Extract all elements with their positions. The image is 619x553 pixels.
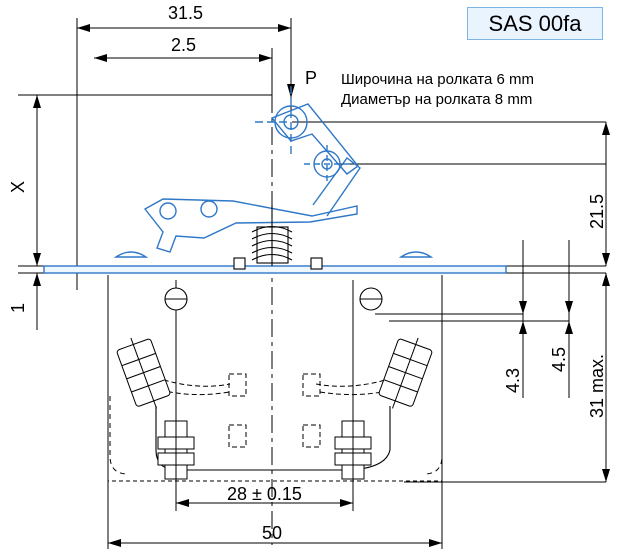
body-outline — [107, 272, 443, 482]
model-title: SAS 00fa — [488, 10, 582, 36]
dimension-label-28: 28 ± 0.15 — [227, 484, 302, 504]
terminals — [116, 337, 433, 486]
lever-pivot-left — [159, 202, 177, 220]
dimension-label-31-max: 31 max. — [587, 353, 607, 418]
roller-diameter-note: Диаметър на ролката 8 mm — [341, 91, 533, 108]
terminal-right-side — [378, 337, 433, 409]
roller-width-note: Широчина на ролката 6 mm — [341, 71, 534, 88]
dimension-label-4-5: 4.5 — [549, 346, 569, 372]
model-title-box: SAS 00fa — [467, 7, 603, 40]
left-bump — [113, 251, 149, 258]
dimension-label-4-3: 4.3 — [503, 367, 523, 393]
left-dashed-bracket — [109, 396, 129, 475]
terminal-left-bottom — [157, 412, 195, 486]
dimension-label-2-5: 2.5 — [171, 35, 197, 55]
right-bump — [398, 251, 434, 258]
plunger-label: P — [305, 68, 318, 88]
dimension-label-31-5: 31.5 — [168, 3, 204, 23]
terminal-right-bottom — [334, 412, 372, 486]
terminal-left-side — [116, 337, 171, 409]
dimension-label-50: 50 — [262, 523, 283, 543]
spring-plunger — [233, 205, 323, 270]
dimension-label-1: 1 — [8, 302, 28, 313]
dimension-label-x: X — [8, 180, 28, 193]
arrowheads — [33, 24, 610, 547]
lever-arm — [143, 198, 358, 253]
dimension-label-21-5: 21.5 — [587, 193, 607, 229]
lever-link — [312, 157, 361, 217]
mounting-plate — [43, 265, 507, 274]
body-lower-outline — [155, 406, 391, 471]
lever-pivot-right — [200, 200, 218, 218]
lever-assembly — [43, 86, 507, 274]
right-dashed-bracket — [423, 396, 443, 475]
